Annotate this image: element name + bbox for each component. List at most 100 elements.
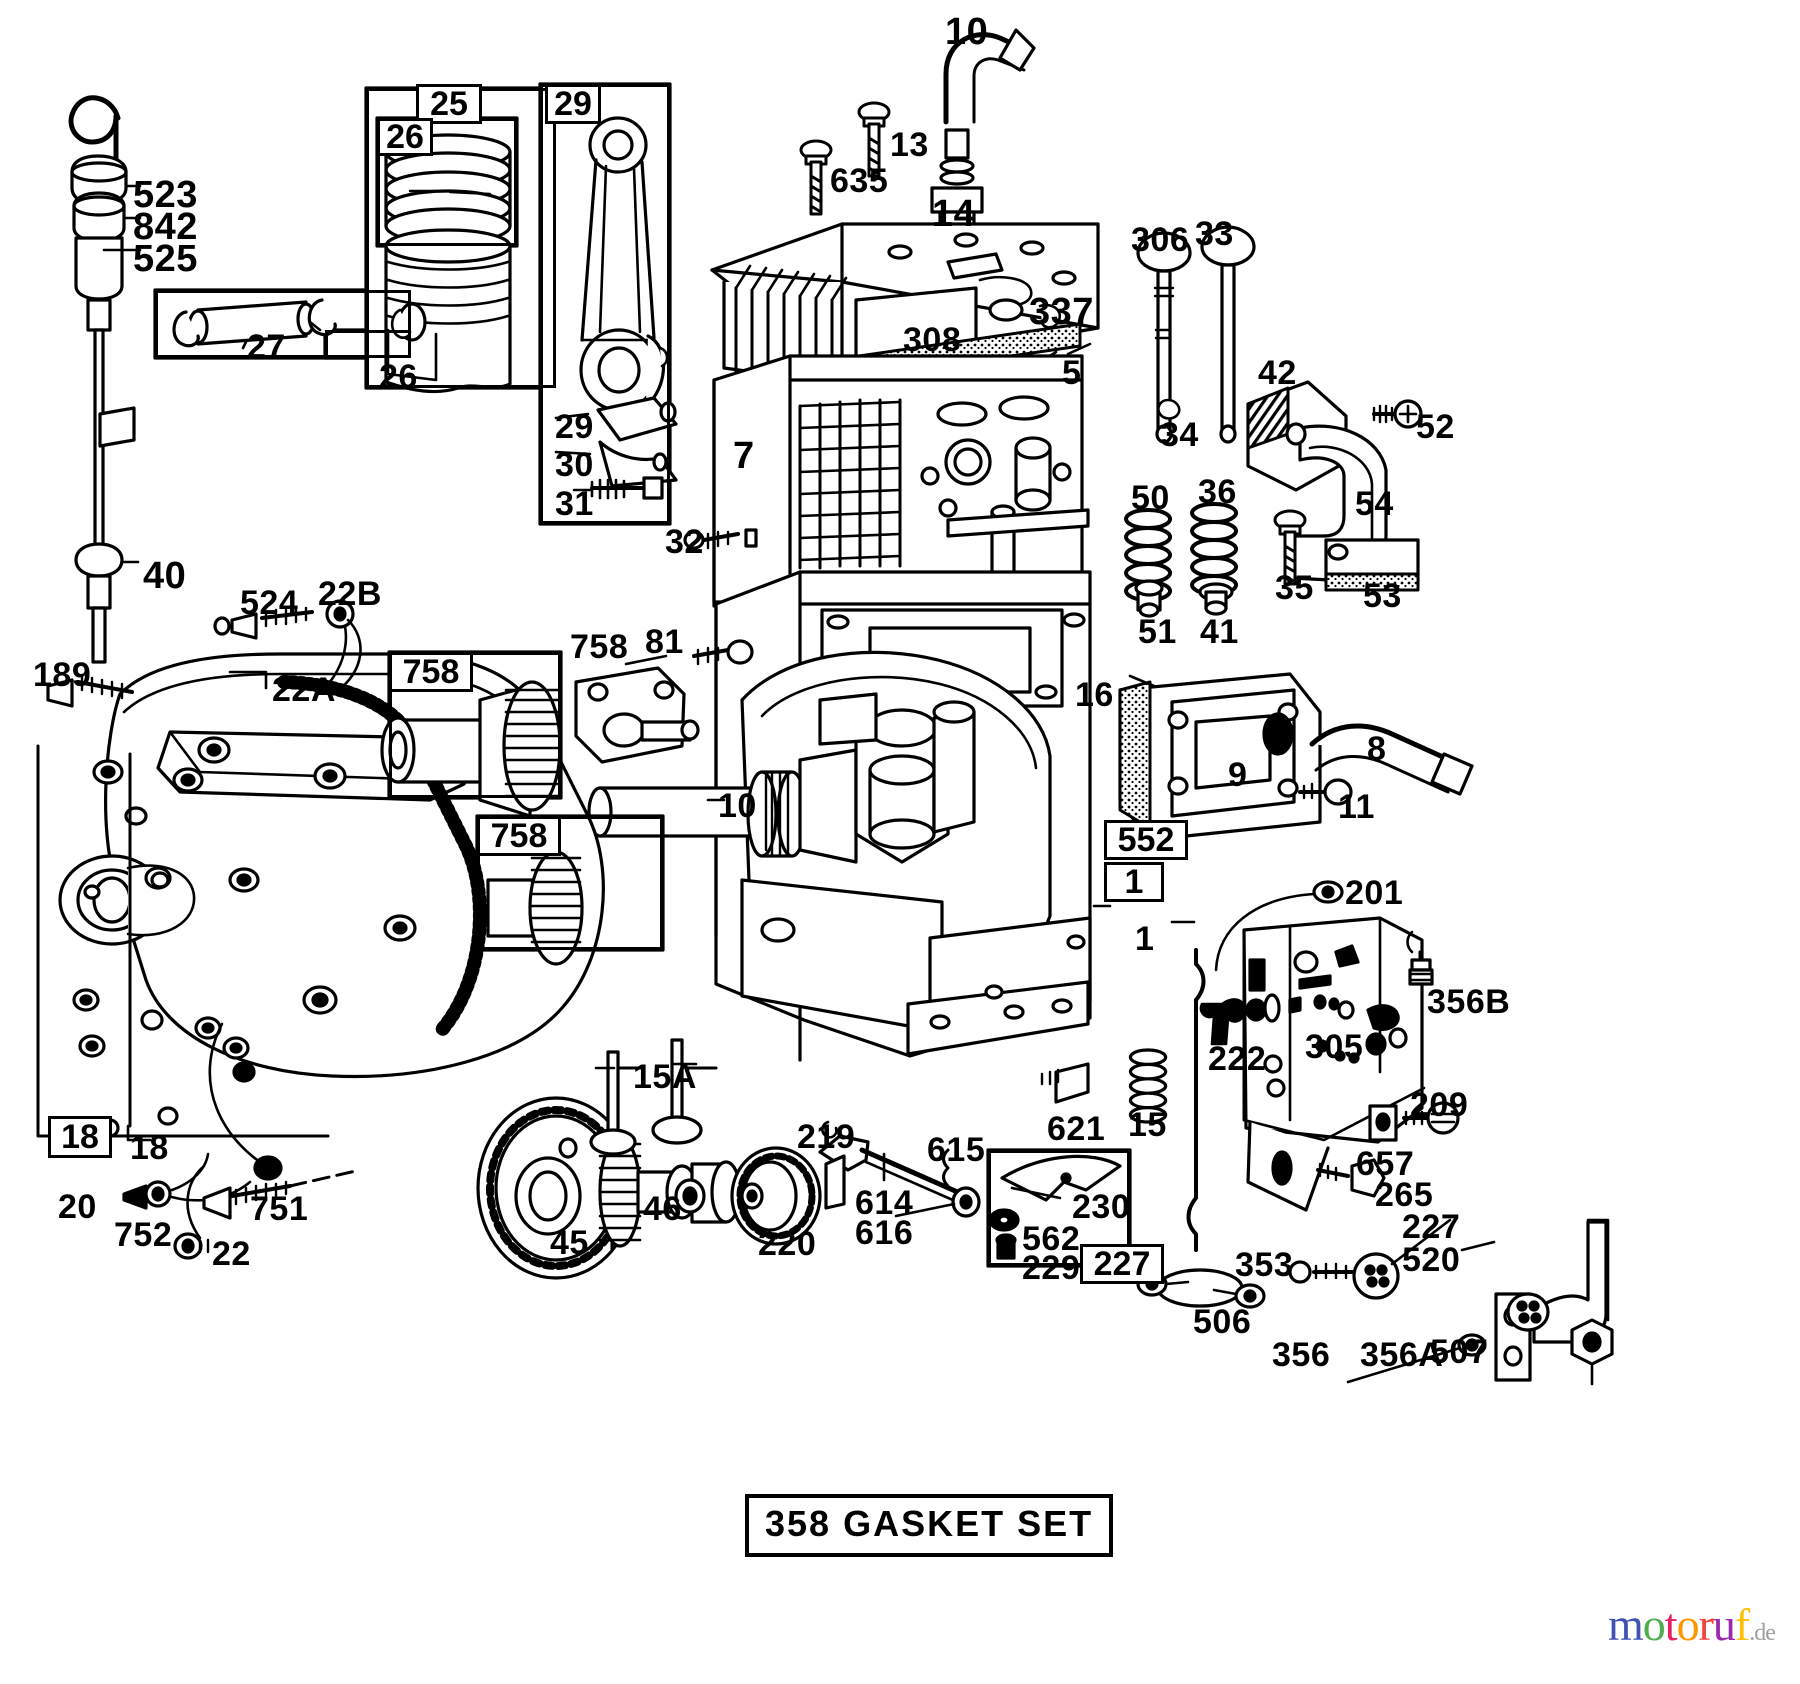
boxed-label-758-upper: 758 xyxy=(389,652,473,692)
callout-657: 209 xyxy=(1410,1086,1469,1124)
callout-842: 842 xyxy=(133,206,198,248)
callout-15: 621 xyxy=(1047,1110,1106,1148)
callout-50: 54 xyxy=(1355,485,1394,523)
callout-615: 219 xyxy=(797,1118,856,1156)
callout-520: 227 xyxy=(1402,1208,1461,1246)
watermark-suffix-de: .de xyxy=(1749,1620,1776,1646)
callout-306: 7 xyxy=(733,435,755,477)
callout-592: 229 xyxy=(1022,1249,1081,1287)
boxed-label-18: 18 xyxy=(48,1116,112,1158)
callout-10-breather: 81 xyxy=(645,623,684,661)
callout-356B: 201 xyxy=(1345,874,1404,912)
boxed-label-25: 25 xyxy=(416,84,482,124)
panel-28-lock xyxy=(325,330,411,358)
callout-41: 51 xyxy=(1138,613,1177,651)
callout-222: 305 xyxy=(1305,1028,1364,1066)
callout-305: 356B xyxy=(1427,983,1511,1021)
callout-506: 353 xyxy=(1235,1246,1294,1284)
watermark-letter-r: r xyxy=(1698,1599,1714,1650)
callout-265: 657 xyxy=(1356,1145,1415,1183)
callout-523: 523 xyxy=(133,174,198,216)
callout-616: 614 xyxy=(855,1184,914,1222)
panel-29-connecting-rod xyxy=(540,84,670,524)
callout-8: 9 xyxy=(1228,756,1248,794)
callout-81: 758 xyxy=(570,628,629,666)
motoruf-watermark: motoruf.de xyxy=(1608,1599,1776,1650)
callout-27-piston: 26 xyxy=(379,358,418,396)
watermark-letter-o2: o xyxy=(1676,1599,1700,1650)
callout-11: 8 xyxy=(1367,730,1387,768)
callout-52: 42 xyxy=(1258,354,1297,392)
boxed-label-29: 29 xyxy=(545,84,601,124)
callout-201: 1 xyxy=(1135,920,1155,958)
callout-34: 33 xyxy=(1195,215,1234,253)
panel-562-229-592 xyxy=(988,1150,1130,1266)
callout-10-cylinder: 32 xyxy=(665,523,704,561)
callout-7: 5 xyxy=(1062,354,1082,392)
boxed-label-26: 26 xyxy=(377,118,433,156)
callout-220: 46 xyxy=(643,1190,682,1228)
watermark-letter-f: f xyxy=(1734,1599,1750,1650)
callout-524: 40 xyxy=(143,555,187,597)
watermark-letter-m: m xyxy=(1608,1599,1644,1650)
callout-20: 18 xyxy=(130,1129,169,1167)
callout-353: 520 xyxy=(1402,1241,1461,1279)
boxed-label-552: 552 xyxy=(1104,820,1188,860)
callout-51: 53 xyxy=(1363,577,1402,615)
callout-752: 20 xyxy=(58,1188,97,1226)
callout-15A: 22 xyxy=(212,1235,251,1273)
callout-54: 52 xyxy=(1416,408,1455,446)
watermark-letter-u: u xyxy=(1712,1599,1736,1650)
callout-308: 337 xyxy=(1029,291,1094,333)
callout-635: 10 xyxy=(945,11,989,53)
callout-40: 41 xyxy=(1200,613,1239,651)
callout-10-hose: 11 xyxy=(1338,788,1375,826)
callout-30: 29 xyxy=(555,408,594,446)
callout-621: 222 xyxy=(1208,1040,1267,1078)
panel-27-28-piston-pin xyxy=(155,290,411,358)
callout-27-pin: 27 xyxy=(247,328,286,366)
panel-758-lower xyxy=(477,816,663,950)
callout-14: 13 xyxy=(890,126,929,164)
callout-229: 562 xyxy=(1022,1220,1081,1258)
watermark-letter-t: t xyxy=(1664,1599,1678,1650)
callout-22A: 189 xyxy=(33,656,92,694)
boxed-label-758-lower: 758 xyxy=(477,816,561,856)
callout-614: 615 xyxy=(927,1131,986,1169)
callout-354: 507 xyxy=(1430,1333,1489,1371)
callout-53: 35 xyxy=(1275,569,1314,607)
callout-356A: 356 xyxy=(1272,1336,1331,1374)
callout-356: 506 xyxy=(1193,1303,1252,1341)
boxed-label-227: 227 xyxy=(1080,1244,1164,1284)
boxed-label-1: 1 xyxy=(1104,862,1164,902)
callout-230: 616 xyxy=(855,1214,914,1252)
callout-219: 220 xyxy=(758,1225,817,1263)
callout-562: 230 xyxy=(1072,1188,1131,1226)
callout-45: 15A xyxy=(633,1058,697,1096)
callout-22B: 524 xyxy=(240,584,299,622)
callout-31: 30 xyxy=(555,446,594,484)
watermark-letter-o1: o xyxy=(1642,1599,1666,1650)
callout-188: 265 xyxy=(1375,1176,1434,1214)
callout-337: 14 xyxy=(932,193,976,235)
panel-758-upper xyxy=(389,652,561,798)
callout-5: 308 xyxy=(903,321,962,359)
callout-36: 50 xyxy=(1131,479,1170,517)
callout-13: 635 xyxy=(830,162,889,200)
callout-42: 34 xyxy=(1160,416,1199,454)
callout-209: 15 xyxy=(1128,1106,1167,1144)
callout-9: 16 xyxy=(1075,676,1114,714)
callout-46: 45 xyxy=(550,1224,589,1262)
callout-189: 22B xyxy=(318,575,382,613)
callout-12: 22A xyxy=(272,671,336,709)
callout-32: 31 xyxy=(555,485,594,523)
callout-22-bottom: 751 xyxy=(250,1190,309,1228)
callout-507: 356A xyxy=(1360,1336,1444,1374)
callout-35: 36 xyxy=(1198,473,1237,511)
callout-751: 752 xyxy=(114,1216,173,1254)
callout-525: 525 xyxy=(133,238,198,280)
callout-16: 10 xyxy=(718,787,757,825)
callout-33: 306 xyxy=(1131,221,1190,259)
